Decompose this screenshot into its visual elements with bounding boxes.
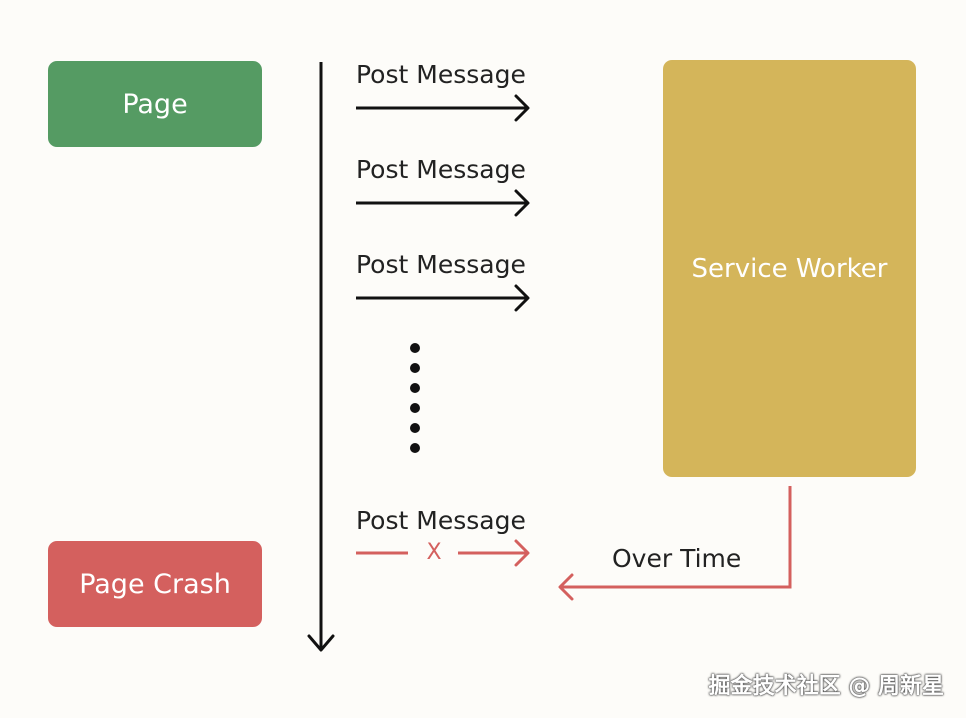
message-arrow-1	[356, 94, 530, 122]
timeout-arrow	[558, 486, 792, 601]
message-arrow-3	[356, 284, 530, 312]
ellipsis-dots	[410, 343, 420, 453]
message-label-3: Post Message	[356, 250, 526, 279]
timeout-label: Over Time	[612, 544, 742, 573]
page-node: Page	[48, 61, 262, 147]
page-crash-node: Page Crash	[48, 541, 262, 627]
message-label-1: Post Message	[356, 60, 526, 89]
timeline-arrowhead	[307, 634, 335, 652]
message-arrow-2	[356, 189, 530, 217]
failed-message-arrow	[356, 539, 530, 567]
blocked-x-mark: X	[426, 540, 442, 565]
watermark-text: 掘金技术社区 @ 周新星	[708, 674, 944, 699]
message-label-2: Post Message	[356, 155, 526, 184]
service-worker-node: Service Worker	[663, 60, 916, 477]
failed-message-label: Post Message	[356, 506, 526, 535]
